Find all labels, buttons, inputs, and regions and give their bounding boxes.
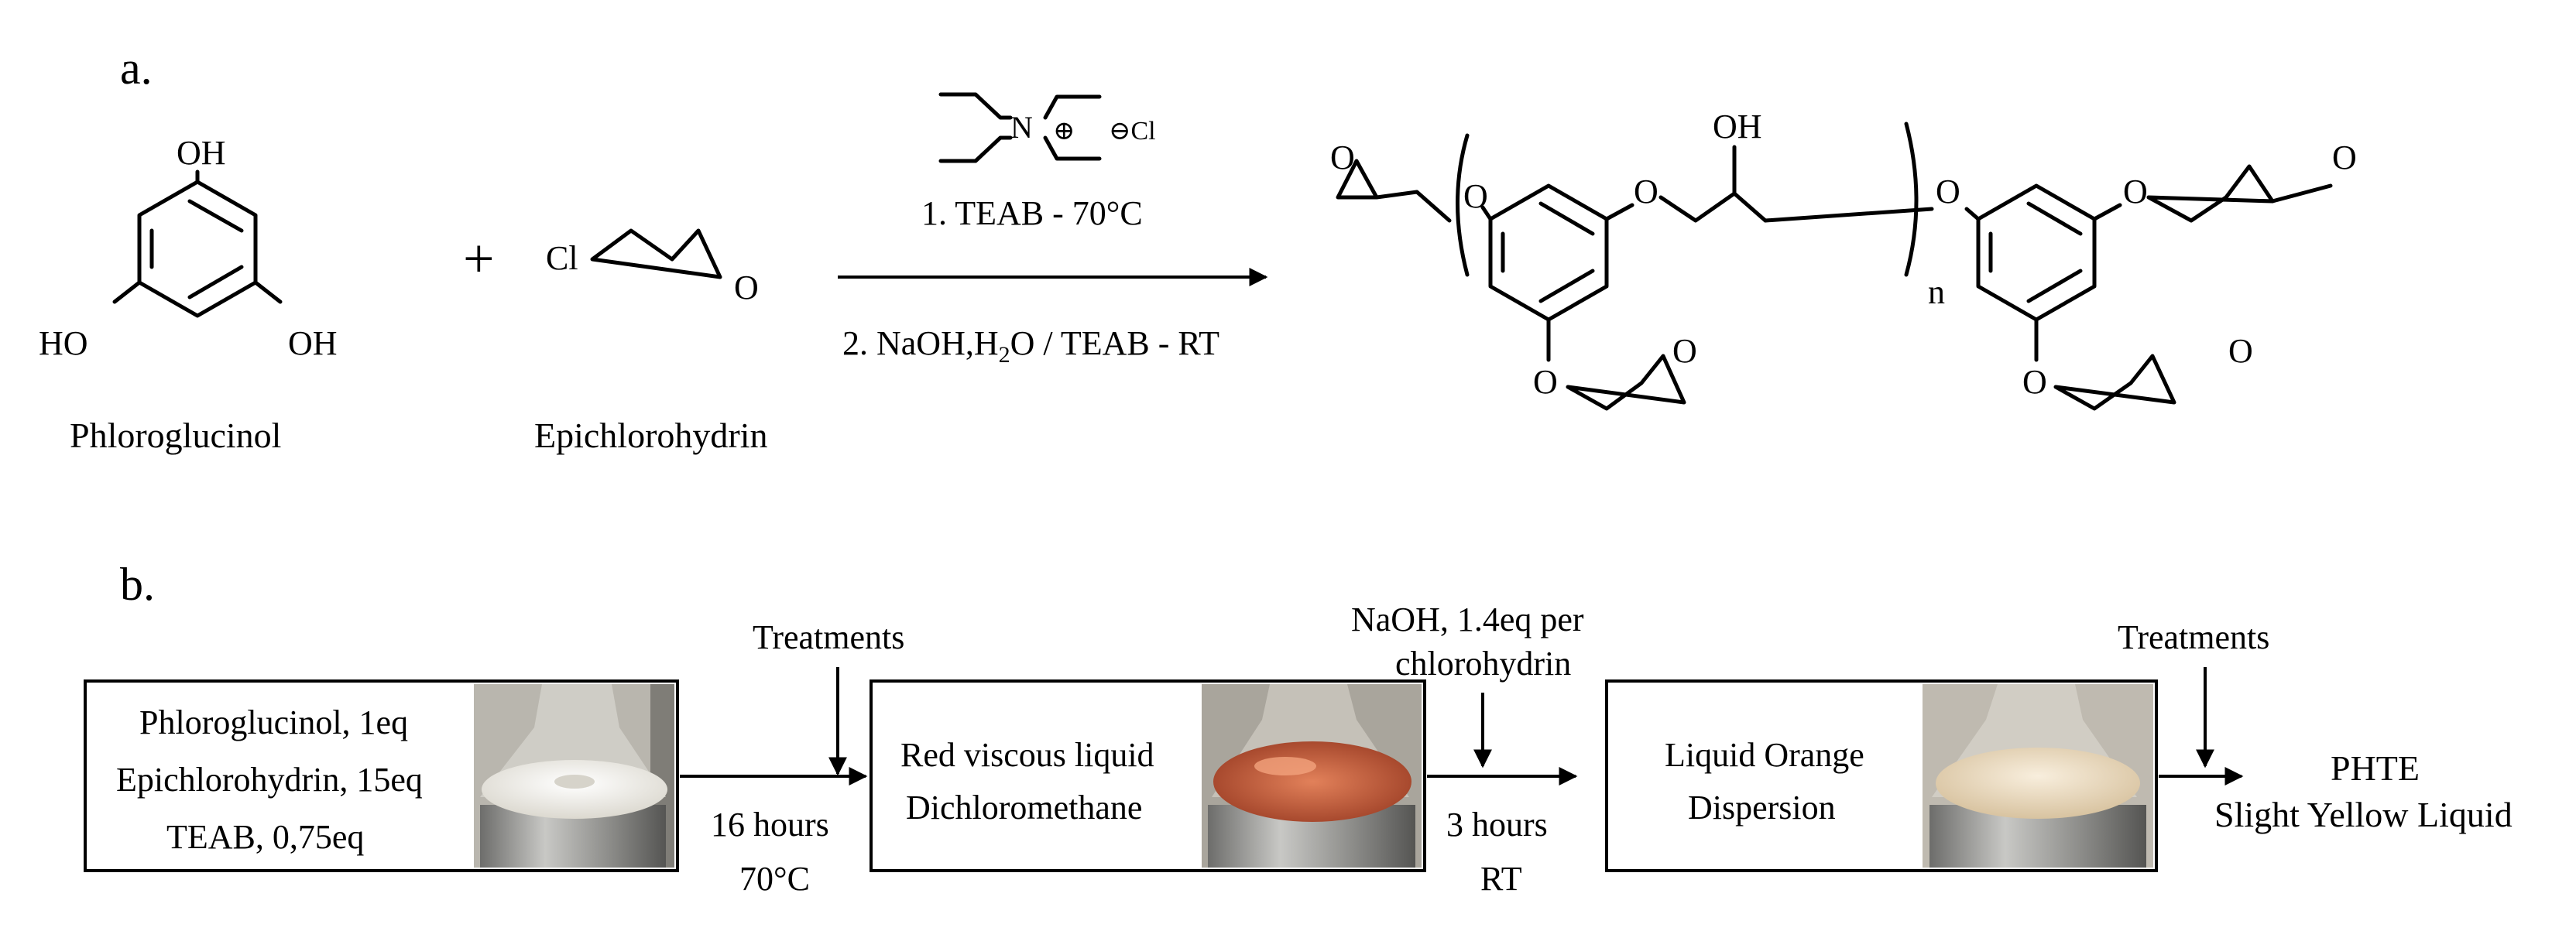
cond2-temp: RT — [1480, 860, 1522, 898]
box1-line-3: TEAB, 0,75eq — [166, 818, 364, 856]
phloroglucinol-name: Phloroglucinol — [70, 416, 281, 455]
panel-b: b. Phloroglucinol, 1eq Epichlorohydrin, … — [84, 559, 2513, 898]
box1-line-1: Phloroglucinol, 1eq — [139, 703, 408, 741]
process-box-1: Phloroglucinol, 1eq Epichlorohydrin, 15e… — [84, 679, 679, 872]
flask-photo-3 — [1923, 684, 2153, 868]
box2-line-2: Dichloromethane — [906, 789, 1142, 827]
teab-n: N — [1010, 110, 1033, 145]
epichlorohydrin-name: Epichlorohydrin — [534, 416, 768, 455]
phloroglucinol-oh-right: OH — [288, 324, 338, 362]
treatments-2-label: Treatments — [2118, 618, 2269, 656]
epichlorohydrin-cl: Cl — [546, 239, 578, 277]
naoh-line-1: NaOH, 1.4eq per — [1351, 601, 1584, 638]
process-box-2: Red viscous liquid Dichloromethane — [870, 679, 1426, 872]
product-o-7: O — [2123, 173, 2148, 211]
reaction-step-2-post: O / TEAB - RT — [1010, 324, 1219, 362]
treatments-1-label: Treatments — [753, 618, 904, 656]
product-o-3: O — [1634, 173, 1658, 211]
plus-sign: + — [463, 228, 495, 289]
teab-catalyst-structure: N ⊕ ⊖Cl — [938, 92, 1156, 163]
cond2-time: 3 hours — [1446, 806, 1548, 844]
reaction-step-2: 2. NaOH,H2O / TEAB - RT — [842, 324, 1219, 368]
phloroglucinol-ho-left: HO — [39, 324, 88, 362]
box2-line-1: Red viscous liquid — [900, 736, 1154, 774]
epichlorohydrin-structure: Cl O Epichlorohydrin — [534, 228, 768, 455]
product-oh: OH — [1713, 108, 1762, 145]
product-o-6: O — [1672, 332, 1697, 370]
process-box-3: Liquid Orange Dispersion — [1605, 679, 2158, 872]
panel-b-label: b. — [120, 559, 155, 610]
box3-line-2: Dispersion — [1688, 789, 1836, 827]
flask-photo-1 — [474, 684, 674, 868]
panel-a-label: a. — [120, 43, 153, 94]
product-o-10: O — [2228, 332, 2253, 370]
epichlorohydrin-o: O — [734, 269, 759, 306]
cond1-time: 16 hours — [711, 806, 829, 844]
panel-a: a. OH HO OH Phloroglucinol + Cl O Epichl… — [39, 43, 2357, 455]
product-o-9: O — [2022, 363, 2047, 401]
teab-anion: ⊖Cl — [1109, 117, 1156, 145]
teab-plus: ⊕ — [1053, 117, 1075, 145]
phloroglucinol-oh-top: OH — [177, 134, 226, 172]
final-product-desc: Slight Yellow Liquid — [2214, 795, 2513, 834]
product-structure: O O O OH n O O O O — [1330, 108, 2357, 411]
naoh-line-2: chlorohydrin — [1395, 645, 1571, 683]
reaction-step-2-pre: 2. NaOH,H — [842, 324, 999, 362]
final-product-name: PHTE — [2331, 748, 2420, 788]
product-o-5: O — [1533, 363, 1558, 401]
product-o-8: O — [2332, 139, 2357, 176]
flask-photo-2 — [1202, 684, 1422, 868]
product-n: n — [1928, 273, 1945, 311]
box3-line-1: Liquid Orange — [1665, 736, 1864, 774]
box1-line-2: Epichlorohydrin, 15eq — [116, 761, 423, 799]
reaction-step-1: 1. TEAB - 70°C — [921, 194, 1143, 232]
cond1-temp: 70°C — [739, 860, 810, 898]
reaction-step-2-sub: 2 — [999, 342, 1010, 368]
product-o-4: O — [1936, 173, 1960, 211]
product-o-1: O — [1330, 139, 1355, 176]
phloroglucinol-structure: OH HO OH Phloroglucinol — [39, 134, 338, 455]
